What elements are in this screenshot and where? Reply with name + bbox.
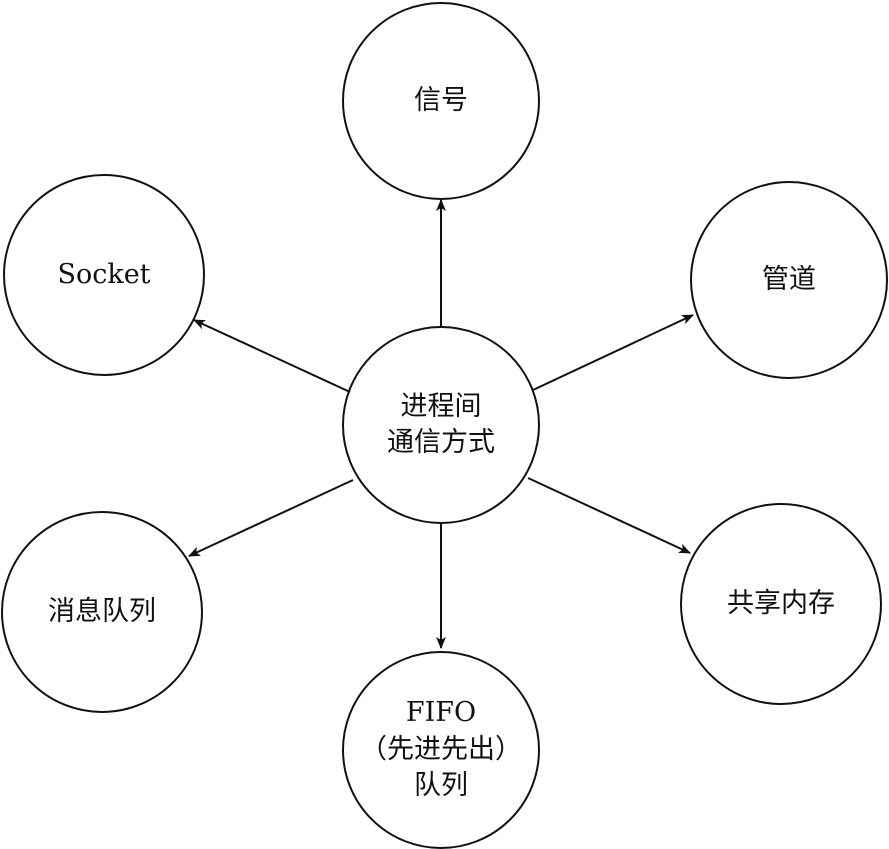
shared-memory-label: 共享内存 xyxy=(681,504,881,704)
socket-text: Socket xyxy=(57,258,151,290)
pipe-circle xyxy=(690,181,888,379)
pipe-text: 管道 xyxy=(762,263,816,295)
fifo-text-line3: 队列 xyxy=(414,770,468,802)
pipe-label: 管道 xyxy=(691,182,887,378)
center-text-line1: 进程间 xyxy=(400,390,482,422)
fifo-text-line1: FIFO xyxy=(405,697,477,729)
center-text-line2: 通信方式 xyxy=(387,427,495,458)
signal-text: 信号 xyxy=(414,84,468,116)
socket-circle xyxy=(3,174,205,376)
signal-label: 信号 xyxy=(343,3,539,199)
socket-label: Socket xyxy=(4,175,204,375)
arrow-to-pipe xyxy=(532,314,694,391)
shared-memory-circle xyxy=(680,503,882,705)
fifo-label: FIFO （先进先出） 队列 xyxy=(343,652,539,848)
center-label: 进程间 通信方式 xyxy=(343,327,539,523)
message-queue-circle xyxy=(1,511,203,713)
arrow-to-socket xyxy=(193,319,351,393)
message-queue-text: 消息队列 xyxy=(48,595,156,627)
fifo-circle xyxy=(342,651,540,849)
fifo-text-line2: （先进先出） xyxy=(360,733,522,765)
message-queue-label: 消息队列 xyxy=(2,512,202,712)
shared-memory-text: 共享内存 xyxy=(727,587,835,619)
arrow-to-shared-memory xyxy=(527,477,691,554)
arrow-to-message-queue xyxy=(188,479,354,557)
